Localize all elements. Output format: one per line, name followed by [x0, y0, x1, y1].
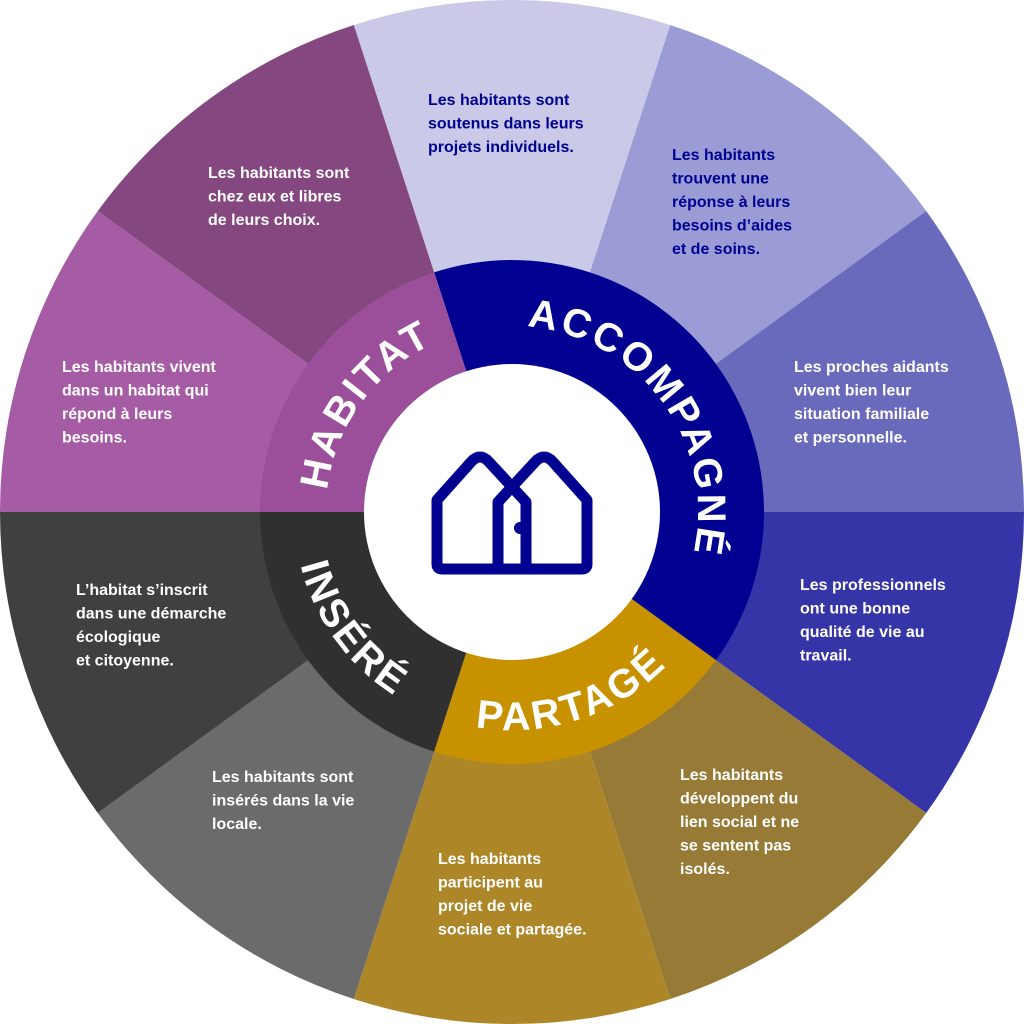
logo-dot [514, 522, 526, 534]
segment-text-6: Les habitants participent au projet de vie… [438, 851, 587, 939]
segment-text-line: projet de vie [438, 898, 532, 915]
segment-text-line: besoins. [62, 430, 127, 447]
outer-segment-6 [353, 749, 671, 1024]
segment-text-line: insérés dans la vie [212, 793, 354, 810]
segment-text-line: locale. [212, 816, 262, 833]
category-sector-insere [260, 512, 467, 752]
segment-text-3: Les proches aidants vivent bien leur situa… [794, 359, 949, 447]
segment-text-line: Les habitants sont [428, 92, 570, 109]
segment-text-line: écologique [76, 629, 161, 646]
segment-text-line: lien social et ne [680, 814, 799, 831]
segment-text-10: Les habitants sont chez eux et libres de l… [208, 165, 350, 229]
outer-segment-4 [714, 512, 1024, 813]
segment-text-line: chez eux et libres [208, 189, 341, 206]
segment-text-line: et citoyenne. [76, 653, 174, 670]
segment-text-line: projets individuels. [428, 139, 574, 156]
segment-text-line: Les habitants sont [212, 769, 354, 786]
segment-text-line: Les habitants [672, 147, 775, 164]
outer-segment-5 [589, 658, 927, 999]
segment-text-line: L’habitat s’inscrit [76, 582, 208, 599]
segment-text-7: Les habitants sont insérés dans la vie loc… [212, 769, 354, 833]
segment-text-line: besoins d’aides [672, 218, 792, 235]
segment-text-line: dans un habitat qui [62, 383, 209, 400]
outer-segment-10 [97, 25, 435, 366]
segment-text-9: Les habitants vivent dans un habitat qui r… [62, 359, 216, 447]
segment-text-line: dans une démarche [76, 606, 226, 623]
outer-segment-8 [0, 512, 310, 813]
outer-segment-2 [589, 25, 927, 366]
segment-text-line: isolés. [680, 861, 730, 878]
house-logo-icon [431, 451, 593, 575]
category-sector-habitat [260, 272, 467, 512]
segment-text-line: qualité de vie au [800, 624, 924, 641]
segment-text-line: développent du [680, 791, 798, 808]
outer-segment-9 [0, 211, 310, 512]
segment-text-line: Les habitants [680, 767, 783, 784]
segment-text-line: de leurs choix. [208, 212, 320, 229]
center-disc [364, 364, 660, 660]
category-sector-partage [434, 597, 716, 765]
segment-text-line: et de soins. [672, 241, 760, 258]
segment-text-line: soutenus dans leurs [428, 116, 584, 133]
segment-text-1: Les habitants sont soutenus dans leurs pro… [428, 92, 584, 156]
outer-segment-7 [97, 658, 435, 999]
segment-text-line: Les proches aidants [794, 359, 949, 376]
category-sector-accompagne [434, 259, 764, 661]
inner-ring [260, 259, 764, 765]
segment-text-line: réponse à leurs [672, 194, 790, 211]
segment-text-line: situation familiale [794, 406, 929, 423]
segment-text-line: Les habitants vivent [62, 359, 216, 376]
segment-text-4: Les professionnels ont une bonne qualité d… [800, 577, 946, 665]
segment-text-line: répond à leurs [62, 406, 172, 423]
segment-text-line: Les professionnels [800, 577, 946, 594]
segment-text-line: Les habitants sont [208, 165, 350, 182]
segment-text-line: ont une bonne [800, 601, 910, 618]
outer-segment-1 [353, 0, 671, 275]
outer-segment-3 [714, 211, 1024, 513]
segment-text-5: Les habitants développent du lien social e… [680, 767, 799, 878]
segment-text-line: Les habitants [438, 851, 541, 868]
segment-text-line: vivent bien leur [794, 383, 911, 400]
segment-text-line: travail. [800, 648, 852, 665]
segment-texts: Les habitants sont soutenus dans leurs pro… [62, 92, 949, 939]
segment-text-line: participent au [438, 875, 543, 892]
segment-text-8: L’habitat s’inscrit dans une démarche écol… [76, 582, 226, 670]
segment-text-2: Les habitants trouvent une réponse à leurs… [672, 147, 792, 258]
segment-text-line: sociale et partagée. [438, 922, 587, 939]
segment-text-line: trouvent une [672, 171, 769, 188]
segment-text-line: et personnelle. [794, 430, 907, 447]
segment-text-line: se sentent pas [680, 838, 791, 855]
